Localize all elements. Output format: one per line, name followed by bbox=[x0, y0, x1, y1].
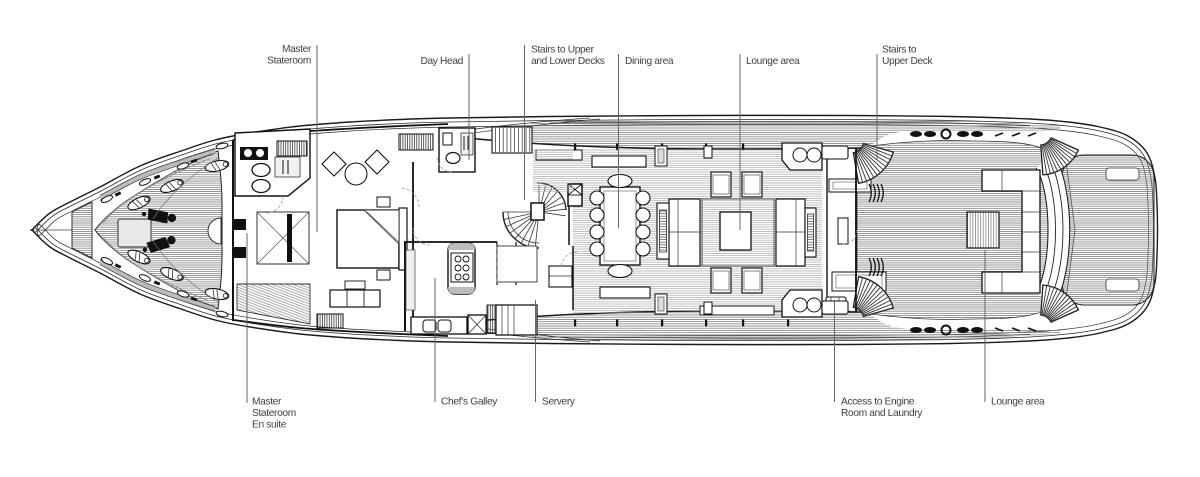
svg-text:Room and Laundry: Room and Laundry bbox=[841, 408, 923, 419]
svg-text:Stairs to Upper: Stairs to Upper bbox=[531, 45, 595, 56]
svg-text:Stairs to: Stairs to bbox=[882, 45, 917, 56]
svg-text:Master: Master bbox=[252, 397, 282, 408]
svg-text:Servery: Servery bbox=[542, 397, 576, 408]
svg-text:Stateroom: Stateroom bbox=[252, 408, 296, 419]
svg-text:Lounge area: Lounge area bbox=[746, 56, 800, 67]
svg-text:Upper Deck: Upper Deck bbox=[882, 56, 934, 67]
svg-text:Access to Engine: Access to Engine bbox=[841, 397, 915, 408]
svg-text:En suite: En suite bbox=[252, 420, 287, 431]
svg-text:Lounge area: Lounge area bbox=[991, 397, 1045, 408]
svg-text:Day Head: Day Head bbox=[420, 56, 463, 67]
svg-text:Chef’s Galley: Chef’s Galley bbox=[441, 397, 498, 408]
svg-text:and Lower Decks: and Lower Decks bbox=[531, 56, 605, 67]
svg-text:Master: Master bbox=[282, 44, 312, 55]
svg-text:Dining area: Dining area bbox=[625, 56, 674, 67]
svg-text:Stateroom: Stateroom bbox=[267, 56, 311, 67]
